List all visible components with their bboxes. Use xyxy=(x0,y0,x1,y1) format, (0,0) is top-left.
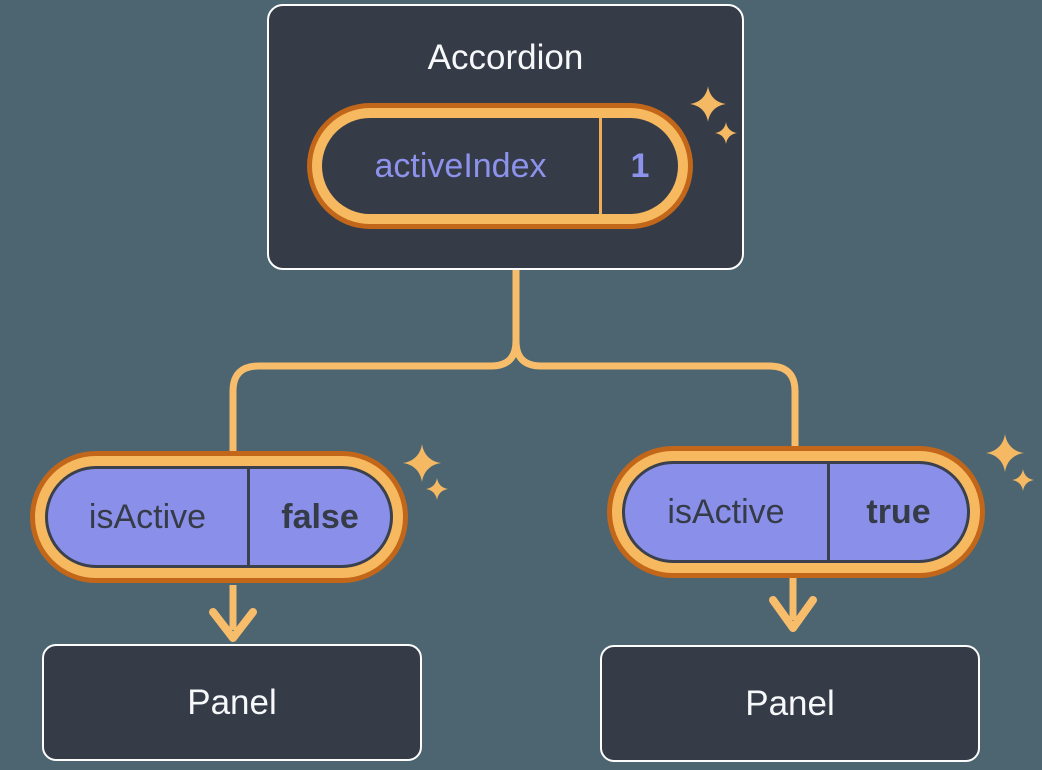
state-name: isActive xyxy=(667,492,785,531)
state-pill-activeindex: activeIndex 1 xyxy=(322,118,678,214)
state-name: isActive xyxy=(88,497,207,536)
state-value: false xyxy=(281,497,359,536)
state-value: 1 xyxy=(630,146,650,185)
sparkle-icon xyxy=(426,478,448,500)
sparkle-icon xyxy=(986,434,1024,472)
arrow-down-icon xyxy=(209,585,257,642)
pill-divider xyxy=(599,118,602,214)
state-value: true xyxy=(866,492,931,531)
panel-node-right: Panel xyxy=(600,645,980,762)
pill-divider xyxy=(827,464,830,560)
sparkle-icon xyxy=(715,122,737,144)
node-title: Panel xyxy=(745,683,835,723)
state-pill-isactive-right: isActive true xyxy=(622,461,970,563)
sparkle-icon xyxy=(690,86,726,122)
pill-divider xyxy=(247,469,250,565)
arrow-down-icon xyxy=(769,578,817,632)
node-title: Accordion xyxy=(427,38,584,77)
connector-right-branch xyxy=(512,270,799,451)
sparkle-icon xyxy=(403,444,441,482)
state-name: activeIndex xyxy=(374,146,547,185)
state-pill-isactive-left: isActive false xyxy=(45,466,393,568)
node-title: Panel xyxy=(187,682,277,722)
panel-node-left: Panel xyxy=(42,644,422,761)
sparkle-icon xyxy=(1012,469,1034,491)
connector-left-branch xyxy=(229,270,520,456)
